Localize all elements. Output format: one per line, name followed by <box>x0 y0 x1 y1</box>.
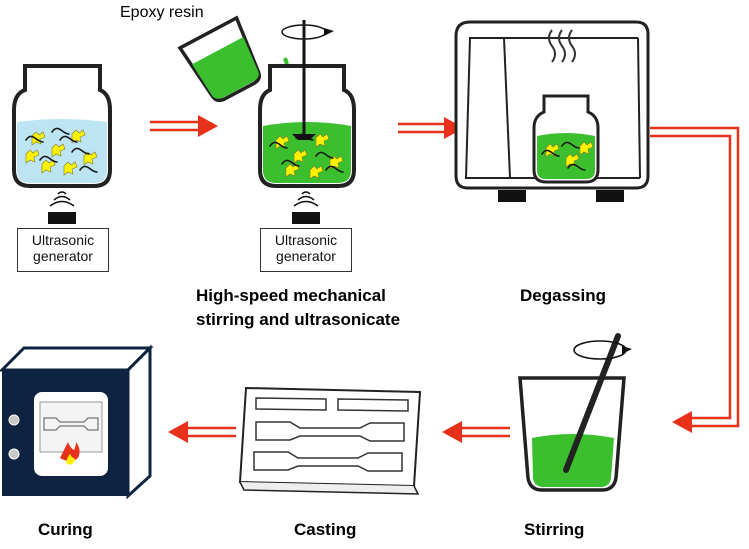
step-stirring: Stirring <box>524 520 585 539</box>
curing-oven <box>0 344 154 500</box>
arrow-4 <box>442 421 510 443</box>
step-casting: Casting <box>294 520 357 539</box>
jar-ultrasonic-blue <box>12 64 112 188</box>
step-degassing: Degassing <box>520 286 606 305</box>
arrow-2 <box>398 117 464 139</box>
arrow-1 <box>150 115 218 137</box>
step-curing: Curing <box>38 520 93 539</box>
generator-2-line1: Ultrasonic <box>274 232 338 248</box>
transducer-1 <box>47 191 77 225</box>
generator-1-line2: generator <box>33 248 93 264</box>
transducer-2 <box>291 191 321 225</box>
arrow-3 <box>650 126 740 433</box>
epoxy-resin-label: Epoxy resin <box>120 4 204 21</box>
ultrasonic-generator-1: Ultrasonic generator <box>17 228 109 272</box>
stirrer-shaft <box>281 20 334 140</box>
step-mixing-line2: stirring and ultrasonicate <box>196 310 401 329</box>
pouring-beaker <box>177 15 261 103</box>
step-mixing-line1: High-speed mechanical <box>196 286 386 305</box>
jar-mixing-green <box>258 64 356 188</box>
stirring-beaker <box>518 333 632 492</box>
casting-mold <box>238 386 422 495</box>
generator-2-line2: generator <box>276 248 336 264</box>
arrow-5 <box>168 421 236 443</box>
vacuum-oven <box>454 20 650 202</box>
generator-1-line1: Ultrasonic <box>31 232 95 248</box>
ultrasonic-generator-2: Ultrasonic generator <box>260 228 352 272</box>
